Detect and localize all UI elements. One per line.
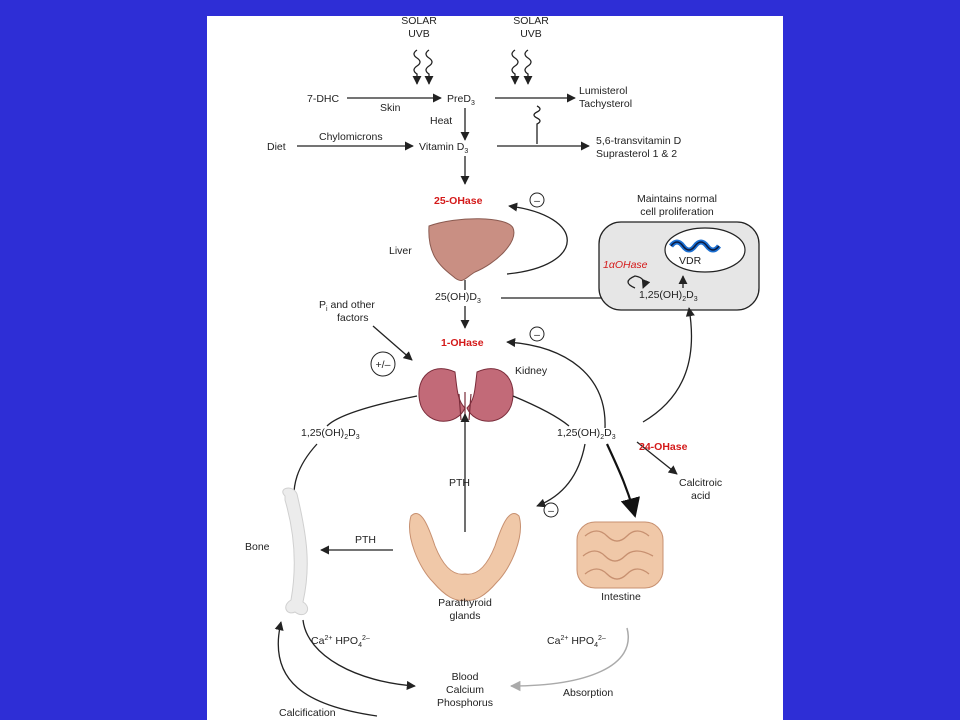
parathyroid-label-1: Parathyroid bbox=[438, 597, 492, 609]
lumisterol-label: Lumisterol bbox=[579, 85, 627, 97]
intestine-to-blood-arrow bbox=[509, 627, 629, 692]
right-125ohd3-label: 1,25(OH)2D3 bbox=[557, 427, 616, 441]
factors-label: factors bbox=[337, 312, 369, 324]
kidney-label: Kidney bbox=[515, 365, 548, 377]
inhibition-icon-2 bbox=[529, 326, 545, 342]
liver-label: Liver bbox=[389, 245, 412, 257]
heat-label: Heat bbox=[430, 115, 452, 127]
solar-label-1: SOLAR bbox=[401, 16, 437, 27]
tachysterol-label: Tachysterol bbox=[579, 98, 632, 110]
25-ohase-label: 25-OHase bbox=[434, 195, 483, 207]
vitamin-d3-label: Vitamin D3 bbox=[419, 141, 468, 155]
solar-label-2: SOLAR bbox=[513, 16, 549, 27]
feedback-arc-kidney bbox=[506, 338, 606, 429]
maintains-label-2: cell proliferation bbox=[640, 206, 714, 218]
minus-2: – bbox=[534, 329, 540, 341]
suprasterol-label: Suprasterol 1 & 2 bbox=[596, 148, 677, 160]
nucleus-shape bbox=[664, 227, 746, 273]
maintains-label-1: Maintains normal bbox=[637, 193, 717, 205]
diagram-slide: SOLAR UVB SOLAR UVB 7-DHC Skin PreD3 Lum… bbox=[207, 16, 783, 720]
kidney-to-right-line bbox=[512, 395, 570, 427]
parathyroid-icon bbox=[409, 513, 521, 601]
calcium-label: Calcium bbox=[446, 684, 484, 696]
ca-hpo4-left: Ca2+ HPO42– bbox=[311, 635, 370, 649]
intestine-icon bbox=[576, 521, 664, 589]
bone-icon bbox=[282, 487, 308, 616]
25ohd3-label: 25(OH)D3 bbox=[435, 291, 481, 305]
to-calcitroic-arrow bbox=[636, 441, 678, 475]
intestine-label: Intestine bbox=[601, 591, 641, 603]
feedback-arc-liver bbox=[506, 202, 568, 275]
1-ohase-label: 1-OHase bbox=[441, 337, 484, 349]
minus-1: – bbox=[534, 195, 540, 207]
minus-3: – bbox=[548, 505, 554, 517]
left-125ohd3-label: 1,25(OH)2D3 bbox=[301, 427, 360, 441]
diet-label: Diet bbox=[267, 141, 286, 153]
phosphorus-label: Phosphorus bbox=[437, 697, 493, 709]
pi-label: Pi and other bbox=[319, 299, 375, 313]
uvb-label-1: UVB bbox=[408, 28, 430, 40]
calcitroic-label-1: Calcitroic bbox=[679, 477, 722, 489]
parathyroid-label-2: glands bbox=[450, 610, 481, 622]
24-ohase-label: 24-OHase bbox=[639, 441, 688, 453]
to-cell-arrow bbox=[642, 307, 695, 423]
to-intestine-arrow bbox=[605, 443, 640, 518]
inhibition-icon-3 bbox=[543, 502, 559, 518]
pred3-label: PreD3 bbox=[447, 93, 475, 107]
bone-label: Bone bbox=[245, 541, 270, 553]
1alpha-loop-arrow bbox=[627, 275, 651, 289]
absorption-label: Absorption bbox=[563, 687, 613, 699]
kidney-icon bbox=[418, 368, 514, 422]
kidney-to-left-line bbox=[326, 395, 418, 427]
calcitroic-label-2: acid bbox=[691, 490, 710, 502]
transvitamin-label: 5,6-transvitamin D bbox=[596, 135, 682, 147]
inhibition-icon-1 bbox=[529, 192, 545, 208]
plusminus-label: +/– bbox=[376, 359, 391, 371]
uvb-wave-icon-2 bbox=[510, 49, 533, 85]
blood-label: Blood bbox=[452, 671, 479, 683]
pth-left-label: PTH bbox=[355, 534, 376, 546]
uvb-wave-icon-1 bbox=[412, 49, 434, 85]
calcification-label: Calcification bbox=[279, 707, 336, 719]
cell-125ohd3-label: 1,25(OH)2D3 bbox=[639, 289, 698, 303]
vdr-label: VDR bbox=[679, 255, 702, 267]
to-parathyroid-arrow bbox=[536, 443, 586, 508]
pth-center-label: PTH bbox=[449, 477, 470, 489]
pi-to-kidney-arrow bbox=[372, 325, 413, 361]
1alpha-ohase-label: 1αOHase bbox=[603, 259, 648, 271]
7-dhc-label: 7-DHC bbox=[307, 93, 340, 105]
chylomicrons-label: Chylomicrons bbox=[319, 131, 383, 143]
liver-icon bbox=[428, 218, 515, 281]
vitamin-d-metabolism-diagram: SOLAR UVB SOLAR UVB 7-DHC Skin PreD3 Lum… bbox=[245, 16, 760, 719]
uvb-wave-icon-3 bbox=[533, 105, 541, 144]
regulation-icon bbox=[370, 351, 396, 377]
calcification-arrow bbox=[274, 621, 378, 717]
skin-label: Skin bbox=[380, 102, 401, 114]
uvb-label-2: UVB bbox=[520, 28, 542, 40]
ca-hpo4-right: Ca2+ HPO42– bbox=[547, 635, 606, 649]
bone-to-blood-arrow bbox=[302, 619, 416, 690]
